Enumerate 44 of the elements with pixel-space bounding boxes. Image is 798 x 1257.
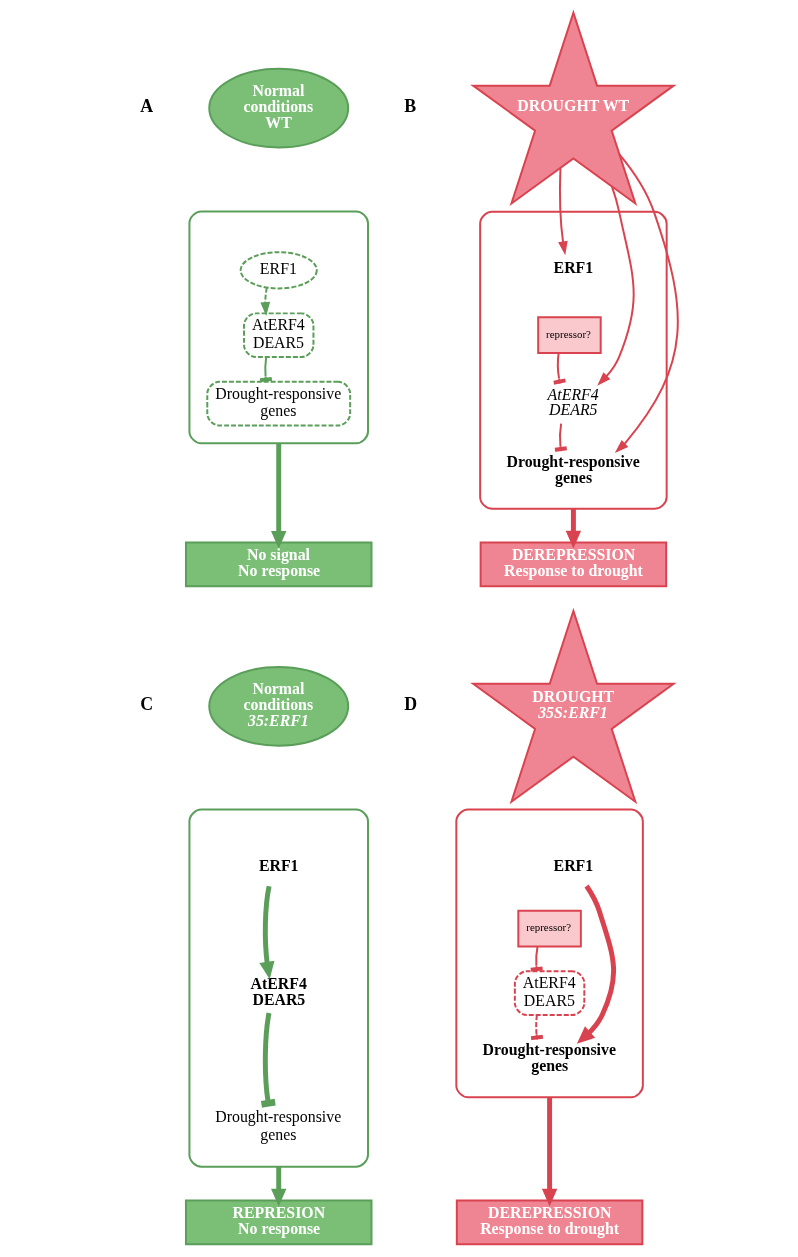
node-box: REPRESION No response: [184, 1199, 373, 1246]
cluster: [479, 210, 668, 510]
arrow: [576, 884, 617, 1044]
node-box: No signal No response: [184, 541, 373, 588]
node-text: Drought-responsive genes: [215, 1107, 342, 1143]
arrow: [259, 885, 275, 980]
node-box: Drought-responsive genes: [206, 380, 352, 427]
node-text: ERF1: [553, 259, 594, 277]
connector: [554, 422, 567, 452]
label: C: [140, 693, 154, 714]
node-text: ERF1: [553, 856, 594, 874]
cluster: [188, 210, 369, 445]
node-box: repressor?: [537, 316, 602, 355]
node-ellipse: ERF1: [239, 251, 318, 290]
node-box: AtERF4 DEAR5: [513, 970, 586, 1016]
connector: [530, 1014, 544, 1041]
cluster: [455, 808, 644, 1099]
arrow: [271, 1166, 287, 1207]
node-text: AtERF4 DEAR5: [547, 385, 599, 419]
arrow: [541, 1097, 558, 1207]
connector: [259, 356, 273, 383]
arrow: [614, 153, 679, 453]
label: D: [404, 693, 418, 714]
connector: [553, 352, 566, 385]
node-text: ERF1: [258, 856, 299, 874]
label: B: [404, 95, 417, 116]
arrow: [271, 443, 287, 549]
node-text: Drought-responsive genes: [506, 452, 640, 486]
node-box: DEREPRESSION Response to drought: [479, 541, 668, 588]
arrow: [597, 185, 635, 386]
arrow: [558, 166, 568, 256]
node-text: AtERF4 DEAR5: [250, 974, 307, 1008]
label: A: [140, 95, 154, 116]
arrow: [565, 508, 582, 549]
node-box: AtERF4 DEAR5: [243, 312, 315, 358]
node-ellipse: Normal conditions WT: [208, 67, 350, 149]
node-box: repressor?: [517, 909, 582, 948]
cluster: [188, 808, 369, 1168]
node-ellipse: Normal conditions 35:ERF1: [208, 665, 350, 747]
connector: [260, 1012, 276, 1108]
node-box: DEREPRESSION Response to drought: [455, 1199, 644, 1246]
connector: [530, 945, 543, 973]
arrow: [260, 286, 271, 317]
node-text: Drought-responsive genes: [482, 1041, 616, 1075]
